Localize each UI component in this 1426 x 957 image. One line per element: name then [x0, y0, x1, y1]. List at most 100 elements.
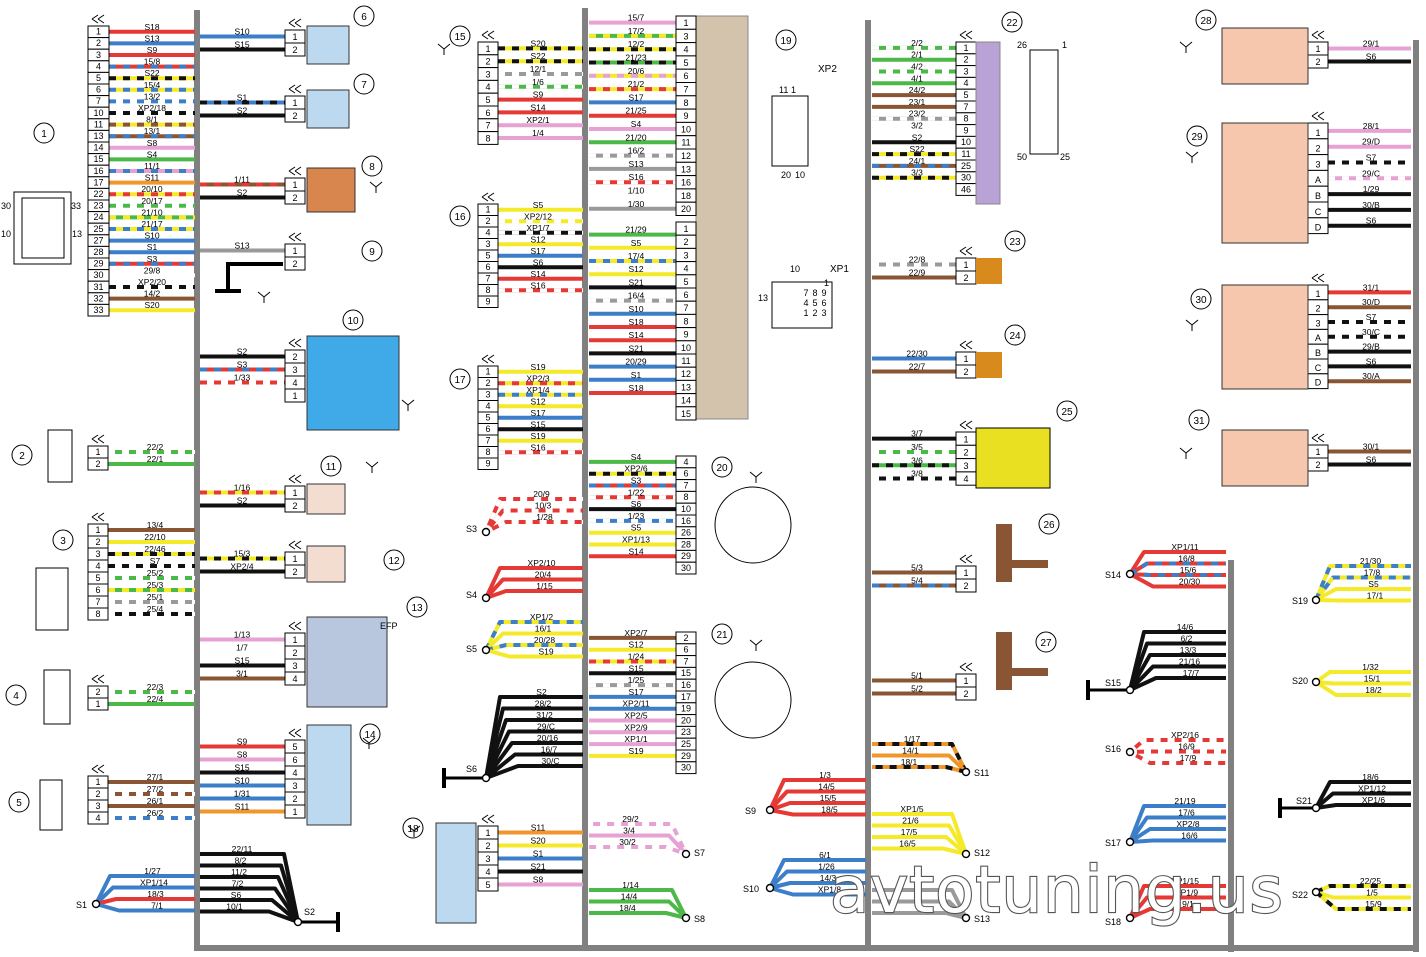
- ref-number-label: 10: [347, 316, 359, 327]
- connector-17-wire-label: S12: [530, 396, 545, 406]
- splice-S7-wire-stripe: [589, 822, 688, 855]
- xp2-pin-label: 1: [683, 18, 688, 28]
- xp1-wire-label: S21: [628, 343, 643, 353]
- xp1-pin-label: 4: [683, 264, 688, 274]
- connector-17-wire-label: S17: [530, 408, 545, 418]
- connector-15-wire-label: 1/6: [532, 77, 544, 87]
- connector-17-wire-label: S19: [530, 431, 545, 441]
- connector-17-pin-label: 1: [485, 367, 490, 377]
- connector-18-pin-label: 3: [485, 854, 490, 864]
- connector-25-pin-label: 4: [963, 474, 968, 484]
- splice-label: S9: [745, 806, 756, 816]
- connector-12-wire-label: XP2/4: [230, 562, 253, 572]
- splice-S2-wire: [200, 909, 299, 924]
- connector-3-plug: [35, 567, 69, 631]
- xp1-wire-label: S18: [628, 383, 643, 393]
- connector-12-wire-label: 15/3: [234, 549, 251, 559]
- plug-20-pin-label: 26: [681, 528, 691, 538]
- connector-24-wire-label: 22/30: [906, 349, 928, 359]
- xp2-label: XP2: [818, 64, 837, 75]
- connector-1-wire-label: 13/1: [144, 126, 161, 136]
- xp2-wire-label: S4: [631, 119, 642, 129]
- plug-20-wire-label: 1/23: [628, 511, 645, 521]
- splice-label: S20: [1292, 676, 1308, 686]
- splice-S16-wire-stripe: [1129, 749, 1226, 754]
- connector-18-arrow: [481, 814, 495, 824]
- connector-16-arrow: [481, 192, 495, 202]
- splice-S20-wire-label: 15/1: [1364, 674, 1381, 684]
- splice-S22-wire-label: 1/5: [1366, 888, 1378, 898]
- connector-27-pin-label: 1: [963, 676, 968, 686]
- ref-number: [1056, 400, 1078, 422]
- splice-S1-wire-label: 18/3: [147, 889, 164, 899]
- connector-2-pin-label: 1: [95, 447, 100, 457]
- plug-20-pin-label: 10: [681, 504, 691, 514]
- connector-30-pin-label: 1: [1315, 289, 1320, 299]
- ref-number: [1035, 631, 1057, 653]
- xp1-grid-label: 6: [821, 298, 826, 308]
- connector-7-pin: [284, 108, 306, 123]
- connector-22-wire-label: 23/2: [909, 109, 926, 119]
- splice-label: S7: [694, 848, 705, 858]
- connector-1-wire-label: 15/4: [144, 80, 161, 90]
- component-11: [306, 483, 346, 515]
- bus-lines: [194, 8, 1419, 952]
- connector-5-pin: [87, 811, 109, 825]
- connector-10-pin-label: 1: [292, 391, 297, 401]
- connector-17-pin-label: 4: [485, 401, 490, 411]
- splice-label: S18: [1105, 917, 1121, 927]
- connector-1-pin-label: 24: [93, 212, 103, 222]
- plug-20-wire-label: S14: [628, 546, 643, 556]
- splice-S11-wire-label: 14/1: [902, 746, 919, 756]
- connector-26-pin: [955, 578, 977, 593]
- splice-S10-wire-label: 14/3: [820, 873, 837, 883]
- splice-node: [481, 645, 491, 655]
- plug-20-pin-label: 7: [683, 480, 688, 490]
- connector-14-wire-label: S8: [237, 750, 248, 760]
- splice-S11-wire-label: 18/1: [901, 757, 918, 767]
- splice-S4-wire-label: 20/4: [535, 570, 552, 580]
- connector-16-pin-label: 9: [485, 297, 490, 307]
- connector-13-wire-label: 3/1: [236, 669, 248, 679]
- label: 30: [1, 201, 11, 211]
- splice-S14-wire-stripe: [1128, 561, 1226, 576]
- plug-20-pin-label: 4: [683, 457, 688, 467]
- plug-21-wire-label: XP2/9: [624, 722, 647, 732]
- splice-S14-wire-label: 15/6: [1180, 565, 1197, 575]
- splice-S7-wire-label: 3/4: [623, 826, 635, 836]
- connector-3-wire-label: 25/3: [147, 580, 164, 590]
- plug-20-pin-label: 6: [683, 469, 688, 479]
- connector-1-wire-label: 15/8: [144, 57, 161, 67]
- ref-number: [1038, 513, 1060, 535]
- label: 50: [1017, 152, 1027, 162]
- splice-S2-wire-label: 11/2: [231, 867, 247, 877]
- splice-S2-wire: [200, 875, 300, 923]
- connector-2-arrow: [91, 434, 105, 444]
- connector-16-pin-label: 2: [485, 216, 490, 226]
- connector-27-pin: [955, 686, 977, 701]
- connector-17-pin-label: 3: [485, 390, 490, 400]
- connector-17-pin-label: 9: [485, 459, 490, 469]
- connector-8-pin-label: 2: [292, 193, 297, 203]
- connector-3-pin-label: 6: [95, 585, 100, 595]
- connector-10-arrow: [288, 338, 302, 348]
- xp1-wire-label: 21/29: [625, 225, 647, 235]
- xp2-wire-label: 21/23: [625, 53, 647, 63]
- connector-24-pin-label: 2: [963, 367, 968, 377]
- splice-S6-wire-label: 20/16: [537, 733, 559, 743]
- xp1-grid-label: 7: [803, 288, 808, 298]
- splice-label: S17: [1105, 838, 1121, 848]
- xp2-wire-label: 12/2: [628, 39, 645, 49]
- connector-22-wire-label: 4/2: [911, 62, 923, 72]
- xp2-plug: [771, 95, 809, 167]
- splice-node: [961, 913, 971, 923]
- splice-S17-wire-label: 21/19: [1174, 796, 1196, 806]
- xp1-pin-label: 2: [683, 237, 688, 247]
- ref-number: [359, 723, 381, 745]
- splice-S20-wire: [1314, 670, 1411, 684]
- splice-S4-wire-label: XP2/10: [528, 558, 556, 568]
- splice-S15-wire: [1129, 676, 1226, 692]
- connector-30-pin-label: D: [1315, 378, 1322, 388]
- connector-1-pin-label: 14: [93, 143, 103, 153]
